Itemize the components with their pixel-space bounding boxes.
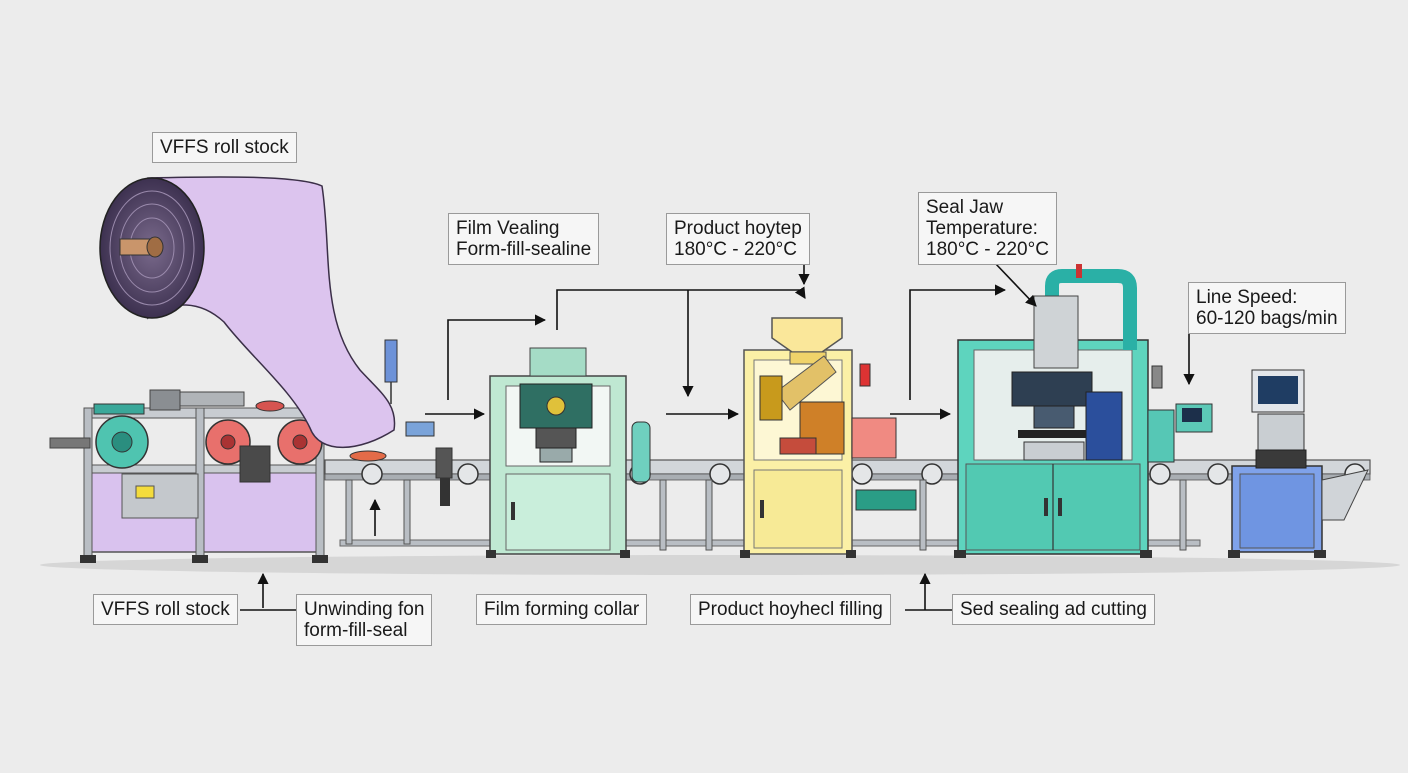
product-temp-callout: Product hoytep 180°C - 220°C [666, 213, 810, 265]
line-speed-line-2: 60-120 bags/min [1196, 308, 1338, 329]
sealing-cutting-callout: Sed sealing ad cutting [952, 594, 1155, 625]
product-temp-line-1: Product hoytep [674, 218, 802, 239]
seal-jaw-line-1: Seal Jaw [926, 197, 1004, 218]
floor-shadow [40, 555, 1400, 575]
roll-stock-text: VFFS roll stock [160, 137, 289, 158]
bottom-roll-stock-text: VFFS roll stock [101, 599, 230, 620]
product-temp-line-2: 180°C - 220°C [674, 239, 797, 260]
seal-jaw-station [954, 264, 1213, 558]
film-roll [99, 177, 205, 319]
unwinding-line-2: form-fill-seal [304, 620, 408, 641]
bottom-roll-stock-callout: VFFS roll stock [93, 594, 238, 625]
seal-jaw-line-2: Temperature: [926, 218, 1038, 239]
forming-collar-callout: Film forming collar [476, 594, 648, 625]
seal-jaw-line-3: 180°C - 220°C [926, 239, 1049, 260]
forming-collar-station [486, 347, 630, 558]
unwinding-line-1: Unwinding fon [304, 599, 425, 620]
sealing-cutting-text: Sed sealing ad cutting [960, 599, 1147, 620]
filling-text: Product hoyhecl filling [698, 599, 883, 620]
output-station [1228, 369, 1369, 558]
film-sealing-line-2: Form-fill-sealine [456, 239, 592, 260]
roll-stock-callout: VFFS roll stock [152, 132, 297, 163]
line-speed-line-1: Line Speed: [1196, 287, 1298, 308]
film-sealing-line-1: Film Vealing [456, 218, 560, 239]
film-sealing-callout: Film Vealing Form-fill-sealine [448, 213, 600, 265]
filling-callout: Product hoyhecl filling [690, 594, 891, 625]
film-web [147, 176, 396, 449]
forming-collar-text: Film forming collar [484, 599, 640, 620]
filling-station [740, 317, 897, 558]
unwinding-callout: Unwinding fon form-fill-seal [296, 594, 433, 646]
line-speed-callout: Line Speed: 60-120 bags/min [1188, 282, 1346, 334]
seal-jaw-callout: Seal Jaw Temperature: 180°C - 220°C [918, 192, 1057, 265]
unwind-station [49, 389, 328, 563]
callout-arrows [240, 261, 1195, 611]
